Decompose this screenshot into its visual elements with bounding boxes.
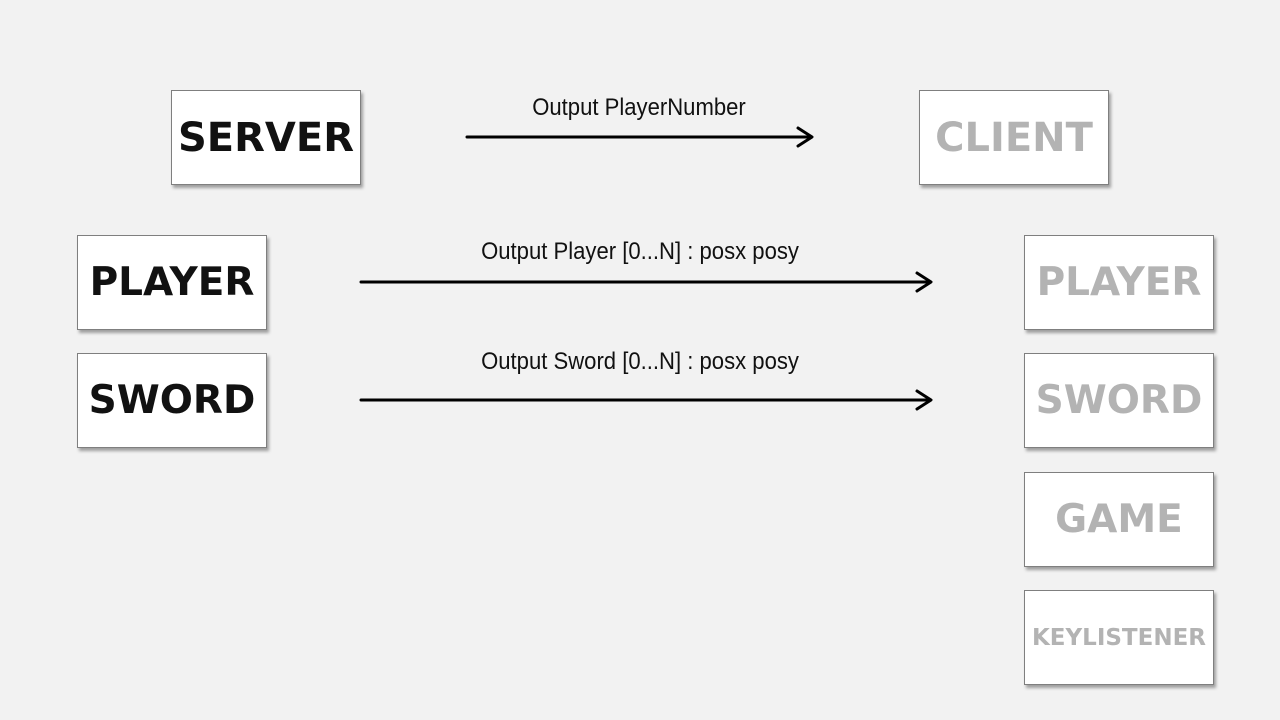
client-keylistener-label: KEYLISTENER	[1031, 624, 1207, 651]
arrow-sword	[359, 389, 933, 411]
client-sword-box: SWORD	[1024, 353, 1214, 448]
message-label-sword: Output Sword [0...N] : posx posy	[481, 348, 799, 375]
client-sword-label: SWORD	[1035, 378, 1203, 423]
server-box: SERVER	[171, 90, 361, 185]
client-game-label: GAME	[1055, 497, 1183, 542]
client-player-label: PLAYER	[1036, 260, 1202, 305]
client-game-box: GAME	[1024, 472, 1214, 567]
server-player-label: PLAYER	[89, 260, 255, 305]
message-label-player: Output Player [0...N] : posx posy	[481, 238, 799, 265]
client-keylistener-box: KEYLISTENER	[1024, 590, 1214, 685]
client-box: CLIENT	[919, 90, 1109, 185]
server-player-box: PLAYER	[77, 235, 267, 330]
server-sword-box: SWORD	[77, 353, 267, 448]
arrow-playernumber	[465, 126, 814, 148]
message-label-playernumber: Output PlayerNumber	[532, 94, 746, 121]
client-box-label: CLIENT	[935, 114, 1093, 161]
client-player-box: PLAYER	[1024, 235, 1214, 330]
arrow-player	[359, 271, 933, 293]
server-box-label: SERVER	[177, 114, 354, 161]
server-sword-label: SWORD	[88, 378, 256, 423]
